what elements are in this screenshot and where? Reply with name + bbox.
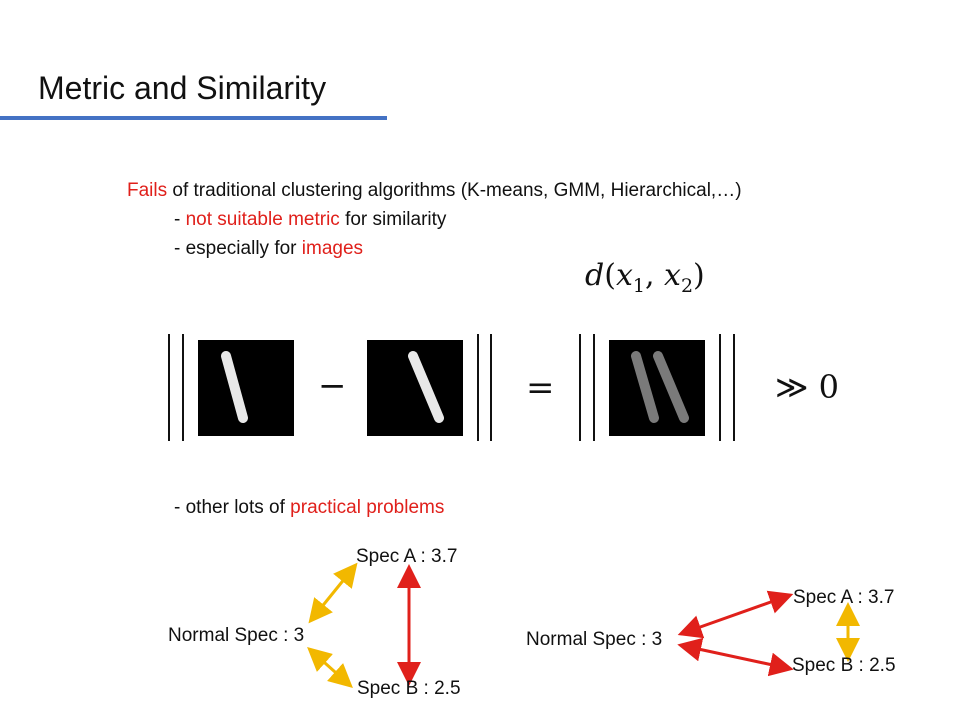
bullet-fails-highlight: Fails [127,180,168,201]
norm-bars [168,334,735,441]
equals-operator: = [526,368,555,408]
digit-stroke-2 [408,351,444,423]
formula-close-paren: ) [693,258,705,293]
right-arrow-normal-to-b [677,637,794,677]
difference-stroke-1 [631,351,659,423]
left-spec-b-label: Spec B : 2.5 [357,678,461,699]
distance-formula: d(x1, x2) [585,258,705,297]
formula-d: d [585,258,605,293]
bullet-practical: - other lots of practical problems [174,497,444,519]
left-normal-spec-label: Normal Spec : 3 [168,625,305,646]
difference-stroke-2 [653,351,689,423]
left-arrow-normal-to-a [308,562,358,624]
slide-title: Metric and Similarity [38,70,327,106]
bullet-metric-prefix: - [174,209,186,230]
bullet-metric-highlight: not suitable metric [185,209,340,230]
right-spec-b-label: Spec B : 2.5 [792,655,896,676]
bullet-fails-text: of traditional clustering algorithms (K-… [167,180,742,201]
bullet-images-text: - especially for [174,238,302,259]
right-normal-spec-label: Normal Spec : 3 [526,629,663,650]
formula-open-paren: ( [604,258,616,293]
right-spec-a-label: Spec A : 3.7 [793,587,895,608]
bullet-metric-text: for similarity [339,209,447,230]
formula-x2: x [664,258,681,293]
bullet-images: - especially for images [174,238,363,260]
minus-operator: − [318,366,347,406]
formula-comma: , [644,258,665,293]
formula-x1: x [615,258,633,293]
bullet-images-highlight: images [301,238,364,259]
much-greater-than-zero: ≫ 0 [775,368,840,406]
bullet-practical-text: - other lots of [174,497,291,518]
left-spec-a-label: Spec A : 3.7 [356,546,458,567]
title-underline [0,116,387,120]
bullet-metric: - not suitable metric for similarity [174,209,446,231]
digit-stroke-1 [221,351,248,423]
left-arrow-normal-to-b [307,647,353,688]
bullet-fails: Fails of traditional clustering algorith… [127,180,742,202]
bullet-practical-highlight: practical problems [290,497,445,518]
right-arrow-normal-to-a [677,590,794,639]
formula-sub1: 1 [632,275,645,297]
formula-sub2: 2 [680,275,694,297]
